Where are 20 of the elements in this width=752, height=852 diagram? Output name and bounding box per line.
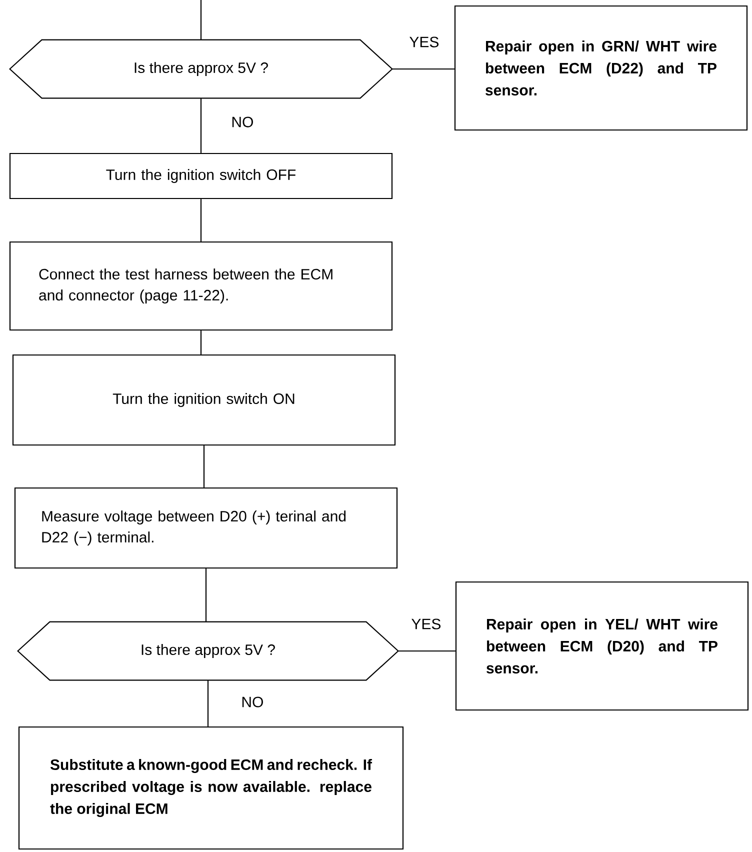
process-box: Measure voltage between D20 (+) terinal and D22 (−) terminal. [14, 487, 398, 569]
connector-line [398, 650, 456, 652]
connector-line [200, 199, 202, 242]
connector-line [207, 680, 209, 726]
connector-line [392, 68, 454, 70]
edge-label: NO [232, 116, 253, 128]
result-box: Repair open in YEL/ WHT wire between ECM (D20) and TP sensor. [455, 581, 749, 711]
connector-line [203, 446, 205, 488]
process-box: Connect the test harness between the ECM and connector (page 11-22). [9, 241, 393, 331]
edge-label: YES [412, 618, 441, 630]
edge-label: NO [242, 696, 263, 708]
result-box: Repair open in GRN/ WHT wire between ECM (D22) and TP sensor. [454, 5, 748, 131]
connector-line [200, 330, 202, 354]
result-box: Substitute a known-good ECM and recheck. If prescribed voltage is now available. replace the original ECM [18, 726, 404, 850]
connector-line [205, 568, 207, 622]
connector-line [200, 98, 202, 153]
process-box: Turn the ignition switch OFF [9, 152, 393, 200]
edge-label: YES [410, 36, 439, 48]
process-box: Turn the ignition switch ON [12, 354, 396, 446]
connector-line [200, 0, 202, 40]
